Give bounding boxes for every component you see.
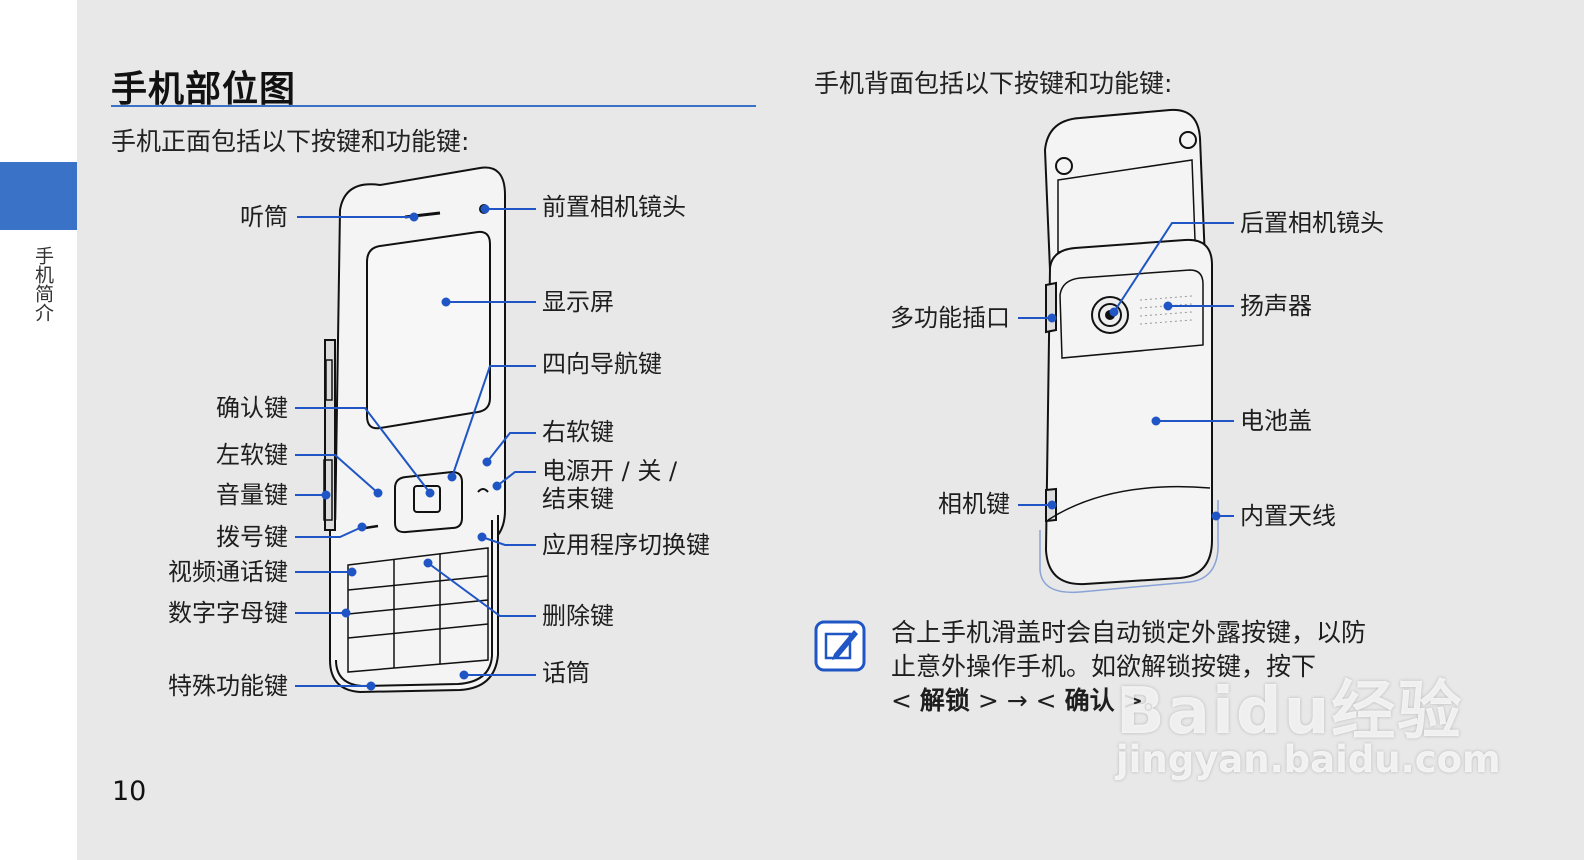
label-multi-jack: 多功能插口 xyxy=(890,304,1010,332)
label-app-switch-key: 应用程序切换键 xyxy=(542,531,710,559)
label-special-keys: 特殊功能键 xyxy=(168,672,288,700)
label-camera-key: 相机键 xyxy=(938,490,1010,518)
label-earpiece: 听筒 xyxy=(240,203,288,231)
label-power-key-line1: 电源开 / 关 / xyxy=(542,457,678,485)
page-margin xyxy=(0,0,77,860)
note-bracket-open: < xyxy=(891,686,920,715)
label-volume-key: 音量键 xyxy=(216,481,288,509)
note-line-2: 止意外操作手机。如欲解锁按键，按下 xyxy=(891,652,1317,681)
label-battery-cover: 电池盖 xyxy=(1240,407,1312,435)
label-speaker: 扬声器 xyxy=(1240,292,1312,320)
label-power-key-line2: 结束键 xyxy=(542,485,614,513)
back-leaders xyxy=(1018,222,1234,521)
label-dial-key: 拨号键 xyxy=(216,523,288,551)
note-bracket-close: >。 xyxy=(1114,686,1169,715)
label-front-camera: 前置相机镜头 xyxy=(542,193,686,221)
back-phone-illustration xyxy=(1039,108,1219,594)
note-text: 合上手机滑盖时会自动锁定外露按键，以防 止意外操作手机。如欲解锁按键，按下 < … xyxy=(891,616,1451,718)
baidu-watermark-url: jingyan.baidu.com xyxy=(1116,738,1501,781)
chapter-label: 手机简介 xyxy=(32,246,54,322)
label-microphone: 话筒 xyxy=(542,659,590,687)
label-left-soft-key: 左软键 xyxy=(216,441,288,469)
front-phone-illustration xyxy=(323,166,506,694)
baidu-watermark-logo: Baidu经验 xyxy=(1116,675,1464,749)
front-intro: 手机正面包括以下按键和功能键: xyxy=(111,127,470,156)
note-line-1: 合上手机滑盖时会自动锁定外露按键，以防 xyxy=(891,618,1367,647)
title-underline xyxy=(111,105,756,107)
label-delete-key: 删除键 xyxy=(542,602,614,630)
section-title: 手机部位图 xyxy=(111,69,297,110)
label-nav-key: 四向导航键 xyxy=(542,350,662,378)
note-arrow: > → < xyxy=(969,686,1065,715)
label-right-soft-key: 右软键 xyxy=(542,418,614,446)
label-rear-camera: 后置相机镜头 xyxy=(1240,209,1384,237)
note-icon xyxy=(814,620,866,672)
label-confirm-key: 确认键 xyxy=(216,394,288,422)
page-number: 10 xyxy=(112,776,147,807)
front-leaders xyxy=(295,204,536,691)
back-intro: 手机背面包括以下按键和功能键: xyxy=(814,69,1173,98)
label-video-call-key: 视频通话键 xyxy=(168,558,288,586)
unlock-key-label: 解锁 xyxy=(919,686,970,715)
label-display: 显示屏 xyxy=(542,288,614,316)
confirm-key-label: 确认 xyxy=(1064,686,1115,715)
label-antenna: 内置天线 xyxy=(1240,502,1336,530)
chapter-tab xyxy=(0,162,77,230)
note-line-3: < 解锁 > → < 确认 >。 xyxy=(891,684,1451,718)
label-alphanumeric-keys: 数字字母键 xyxy=(168,599,288,627)
